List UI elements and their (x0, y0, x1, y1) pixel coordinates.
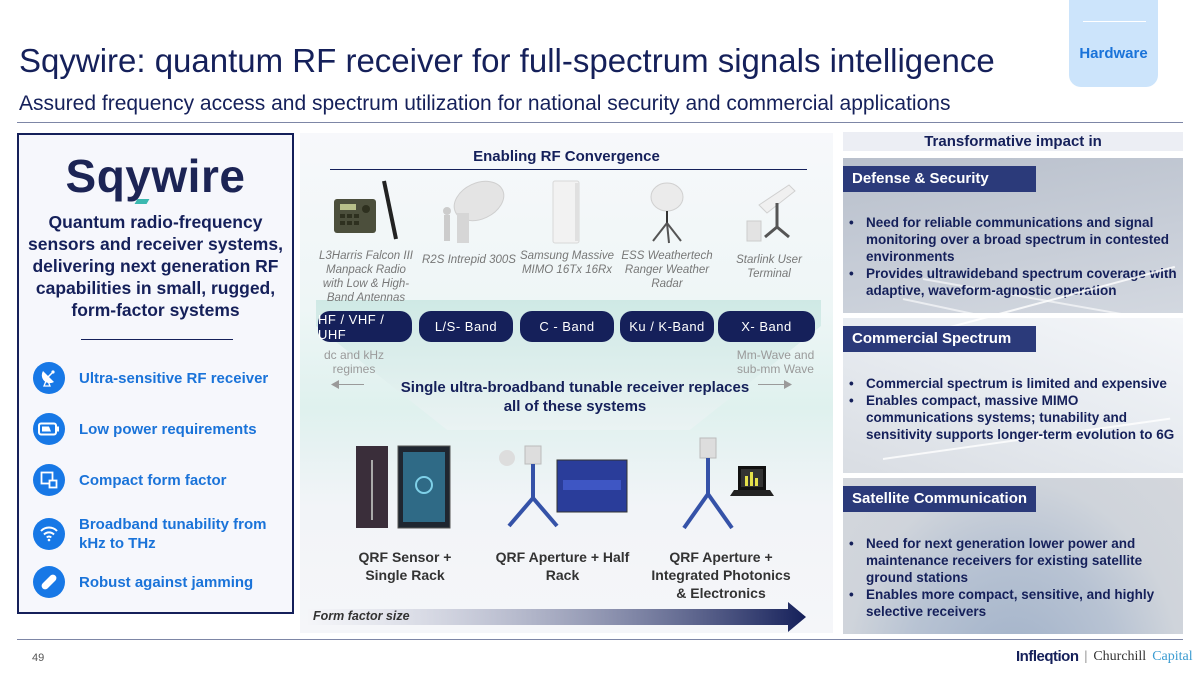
device-caption: Starlink User Terminal (736, 254, 802, 280)
churchill-logo-text: Churchill (1093, 648, 1147, 664)
bullet: Need for next generation lower power and… (849, 535, 1179, 586)
band-hf-vhf-uhf: HF / VHF / UHF (318, 311, 412, 342)
infleqtion-logo: Infleqtion (1016, 648, 1079, 665)
device-caption: L3Harris Falcon III Manpack Radio with L… (319, 250, 413, 304)
mimo-unit-image (517, 175, 617, 245)
dish-antenna-image (419, 175, 519, 245)
bullet: Provides ultrawideband spectrum coverage… (849, 265, 1179, 299)
device-ess: ESS Weathertech Ranger Weather Radar (617, 175, 717, 291)
wifi-icon (33, 518, 65, 550)
bullet: Enables compact, massive MIMO communicat… (849, 392, 1179, 443)
company-panel: Sqywire Quantum radio-frequency sensors … (17, 133, 294, 614)
feature-item: Broadband tunability from kHz to THz (33, 515, 292, 553)
feature-label: Robust against jamming (79, 573, 254, 591)
panel-divider (81, 339, 233, 340)
left-arrow (336, 384, 364, 385)
feature-label: Broadband tunability from kHz to THz (79, 516, 267, 552)
card-heading: Satellite Communication (843, 486, 1036, 512)
brand-logo: Sqywire (65, 150, 246, 202)
impact-card-commercial: Commercial Spectrum Commercial spectrum … (843, 265, 1183, 473)
footer-divider (17, 639, 1183, 640)
page-number: 49 (32, 652, 45, 664)
footer-logos: Infleqtion | Churchill Capital (1016, 648, 1193, 665)
qrf-sensor-rack-image (356, 445, 451, 529)
impact-title: Transformative impact in (843, 132, 1183, 151)
card-heading: Defense & Security (843, 166, 1036, 192)
band-c: C - Band (520, 311, 614, 342)
bandage-icon (33, 566, 65, 598)
product-qrf-sensor: QRF Sensor + Single Rack (358, 549, 452, 583)
right-arrow (758, 384, 786, 385)
card-bullets: Need for next generation lower power and… (849, 535, 1179, 620)
product-qrf-photonics: QRF Aperture + Integrated Photonics & El… (651, 549, 791, 601)
starlink-terminal-image (719, 175, 819, 245)
regime-left: dc and kHz regimes (323, 348, 385, 376)
section-tag: Hardware (1069, 0, 1158, 87)
band-l-s: L/S- Band (419, 311, 513, 342)
feature-label: Low power requirements (79, 420, 257, 438)
device-l3harris: L3Harris Falcon III Manpack Radio with L… (316, 175, 416, 305)
left-arrow-head (331, 380, 339, 389)
convergence-title: Enabling RF Convergence (473, 148, 660, 165)
weather-radar-image (617, 175, 717, 245)
feature-item: Low power requirements (33, 413, 257, 445)
regime-right: Mm-Wave and sub-mm Wave (736, 348, 815, 376)
bullet: Need for reliable communications and sig… (849, 214, 1179, 265)
header-divider (17, 122, 1183, 123)
card-heading: Commercial Spectrum (843, 326, 1036, 352)
device-caption: Samsung Massive MIMO 16Tx 16Rx (520, 250, 614, 276)
feature-item: Ultra-sensitive RF receiver (33, 362, 268, 394)
feature-label: Ultra-sensitive RF receiver (79, 369, 269, 387)
product-qrf-half-rack: QRF Aperture + Half Rack (495, 549, 630, 583)
feature-item: Robust against jamming (33, 566, 253, 598)
manpack-radio-image (316, 175, 416, 245)
page-subtitle: Assured frequency access and spectrum ut… (19, 92, 951, 115)
feature-item: Compact form factor (33, 464, 227, 496)
tag-label: Hardware (1079, 45, 1148, 62)
logo-separator: | (1084, 648, 1088, 664)
company-tagline: Quantum radio-frequency sensors and rece… (28, 212, 283, 320)
form-factor-arrow (308, 602, 806, 632)
device-caption: R2S Intrepid 300S (422, 254, 516, 266)
tag-divider (1083, 21, 1146, 22)
convergence-divider (330, 169, 807, 170)
impact-card-defense: Defense & Security Need for reliable com… (843, 158, 1183, 359)
bullet: Enables more compact, sensitive, and hig… (849, 586, 1179, 620)
capital-logo-text: Capital (1152, 648, 1193, 664)
device-starlink: Starlink User Terminal (719, 175, 819, 281)
brand-logo-accent (134, 199, 150, 204)
bullet: Commercial spectrum is limited and expen… (849, 375, 1179, 392)
form-factor-label: Form factor size (313, 609, 410, 623)
right-arrow-head (784, 380, 792, 389)
band-ku-k: Ku / K-Band (620, 311, 714, 342)
device-r2s: R2S Intrepid 300S (419, 175, 519, 267)
card-bullets: Need for reliable communications and sig… (849, 214, 1179, 299)
page-title: Sqywire: quantum RF receiver for full-sp… (19, 42, 995, 79)
feature-label: Compact form factor (79, 471, 227, 489)
card-bullets: Commercial spectrum is limited and expen… (849, 375, 1179, 443)
single-receiver-statement: Single ultra-broadband tunable receiver … (400, 379, 750, 415)
device-samsung: Samsung Massive MIMO 16Tx 16Rx (517, 175, 617, 277)
band-x: X- Band (718, 311, 815, 342)
device-caption: ESS Weathertech Ranger Weather Radar (621, 250, 713, 290)
compact-squares-icon (33, 464, 65, 496)
qrf-aperture-photonics-image (682, 437, 774, 530)
battery-icon (33, 413, 65, 445)
impact-card-satellite: Satellite Communication Need for next ge… (843, 478, 1183, 634)
qrf-aperture-half-rack-image (499, 445, 628, 528)
satellite-dish-icon (33, 362, 65, 394)
